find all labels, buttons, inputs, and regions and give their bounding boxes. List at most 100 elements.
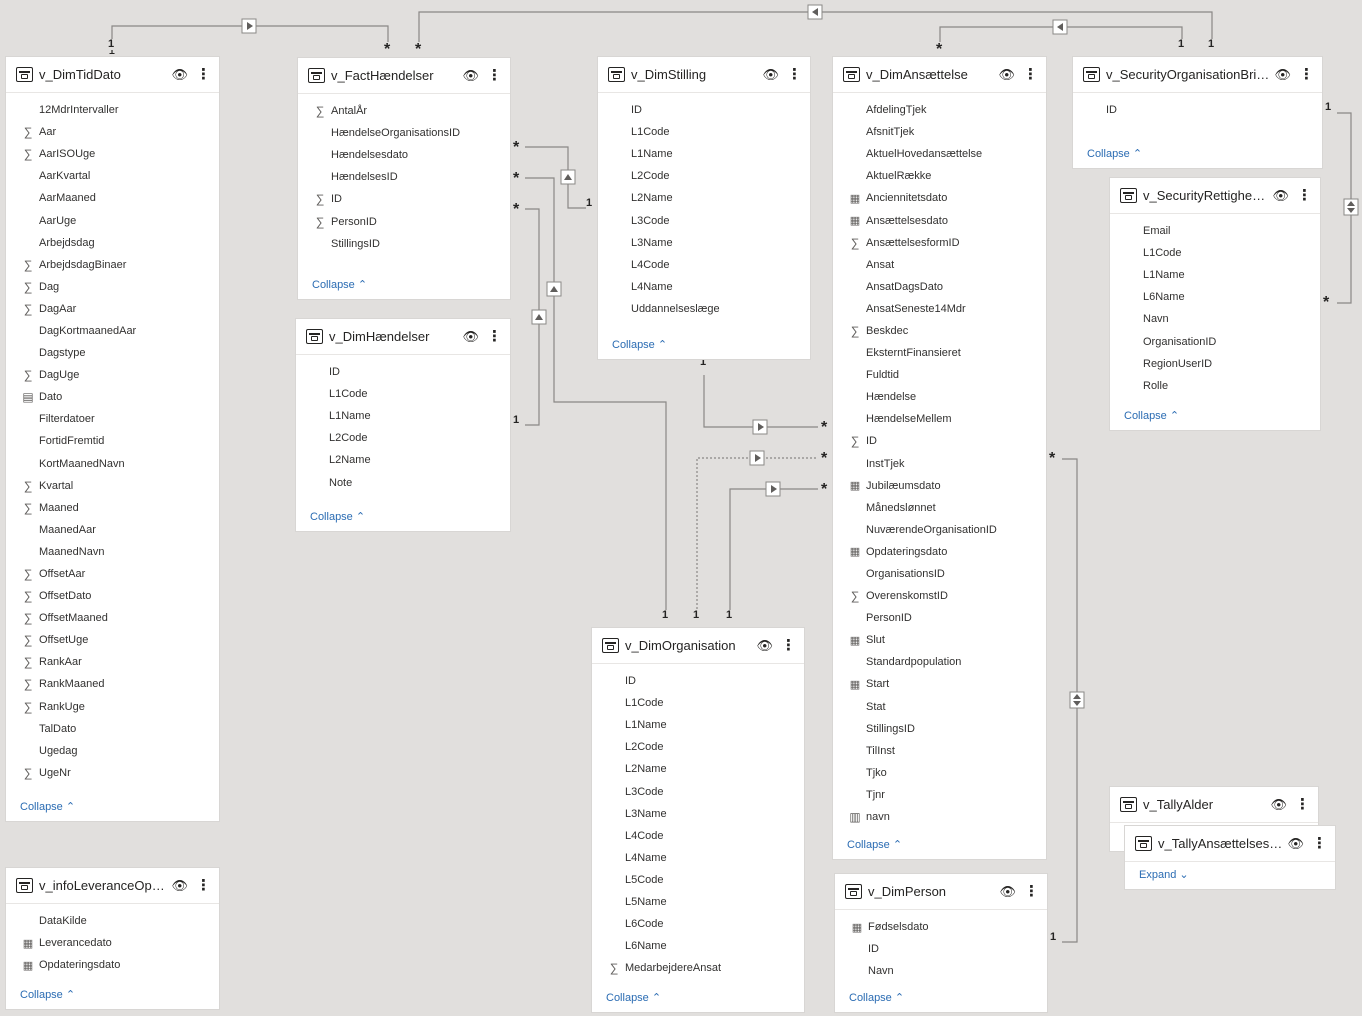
field-row[interactable]: L4Code — [598, 254, 810, 276]
more-options-icon[interactable]: ⋮ — [1024, 883, 1039, 900]
field-row[interactable]: AarKvartal — [6, 165, 219, 187]
field-row[interactable]: ∑Dag — [6, 276, 219, 298]
field-row[interactable]: Note — [296, 471, 510, 493]
more-options-icon[interactable]: ⋮ — [1312, 835, 1327, 852]
field-row[interactable]: AarUge — [6, 209, 219, 231]
field-row[interactable]: L1Code — [598, 121, 810, 143]
visibility-icon[interactable]: 👁 — [1272, 187, 1289, 203]
collapse-link[interactable]: Collapse ⌃ — [612, 339, 668, 351]
field-row[interactable]: L4Code — [592, 825, 804, 847]
field-row[interactable]: AfdelingTjek — [833, 99, 1046, 121]
field-row[interactable]: Navn — [835, 960, 1047, 982]
field-row[interactable]: Email — [1110, 220, 1320, 242]
field-row[interactable]: ∑Maaned — [6, 497, 219, 519]
expand-link[interactable]: Expand ⌄ — [1139, 869, 1189, 881]
visibility-icon[interactable]: 👁 — [1270, 796, 1287, 812]
field-row[interactable]: 12MdrIntervaller — [6, 99, 219, 121]
field-row[interactable]: ∑ID — [833, 430, 1046, 452]
table-card-infoleverance[interactable]: v_infoLeveranceOpda... 👁 ⋮ DataKilde▦Lev… — [5, 867, 220, 1010]
field-row[interactable]: HændelseOrganisationsID — [298, 122, 510, 144]
field-row[interactable]: InstTjek — [833, 453, 1046, 475]
field-row[interactable]: ID — [592, 670, 804, 692]
field-row[interactable]: OrganisationsID — [833, 563, 1046, 585]
table-header[interactable]: v_DimTidDato 👁 ⋮ — [6, 57, 219, 93]
field-row[interactable]: ∑ArbejdsdagBinaer — [6, 254, 219, 276]
field-row[interactable]: L1Name — [592, 714, 804, 736]
field-row[interactable]: L1Name — [1110, 264, 1320, 286]
field-row[interactable]: ∑OffsetDato — [6, 585, 219, 607]
more-options-icon[interactable]: ⋮ — [1023, 66, 1038, 83]
field-row[interactable]: MaanedNavn — [6, 541, 219, 563]
field-row[interactable]: L3Name — [592, 803, 804, 825]
collapse-link[interactable]: Collapse ⌃ — [20, 989, 76, 1001]
field-row[interactable]: L3Name — [598, 232, 810, 254]
field-row[interactable]: Hændelse — [833, 386, 1046, 408]
field-row[interactable]: ∑AarISOUge — [6, 143, 219, 165]
table-card-tallyansaettelse[interactable]: v_TallyAnsættelseslæ... 👁 ⋮ Expand ⌄ — [1124, 825, 1336, 890]
visibility-icon[interactable]: 👁 — [1274, 66, 1291, 82]
field-row[interactable]: RegionUserID — [1110, 353, 1320, 375]
field-row[interactable]: ID — [1073, 99, 1322, 121]
field-row[interactable]: MaanedAar — [6, 519, 219, 541]
field-row[interactable]: Navn — [1110, 308, 1320, 330]
field-row[interactable]: L1Code — [296, 383, 510, 405]
field-row[interactable]: AnsatSeneste14Mdr — [833, 298, 1046, 320]
more-options-icon[interactable]: ⋮ — [196, 66, 211, 83]
table-header[interactable]: v_infoLeveranceOpda... 👁 ⋮ — [6, 868, 219, 904]
field-row[interactable]: ∑PersonID — [298, 210, 510, 232]
collapse-link[interactable]: Collapse ⌃ — [20, 801, 76, 813]
field-row[interactable]: L2Code — [598, 165, 810, 187]
field-row[interactable]: Standardpopulation — [833, 651, 1046, 673]
visibility-icon[interactable]: 👁 — [762, 66, 779, 82]
field-row[interactable]: ▦Fødselsdato — [835, 916, 1047, 938]
field-row[interactable]: ▥navn — [833, 806, 1046, 828]
field-row[interactable]: L3Code — [598, 209, 810, 231]
more-options-icon[interactable]: ⋮ — [1299, 66, 1314, 83]
field-row[interactable]: Tjnr — [833, 784, 1046, 806]
field-row[interactable]: OrganisationID — [1110, 330, 1320, 352]
field-row[interactable]: PersonID — [833, 607, 1046, 629]
table-header[interactable]: v_DimAnsættelse 👁 ⋮ — [833, 57, 1046, 93]
field-row[interactable]: Rolle — [1110, 375, 1320, 397]
field-row[interactable]: L2Code — [296, 427, 510, 449]
field-row[interactable]: ∑UgeNr — [6, 762, 219, 784]
field-row[interactable]: ▤Dato — [6, 386, 219, 408]
field-row[interactable]: StillingsID — [833, 718, 1046, 740]
field-row[interactable]: ID — [598, 99, 810, 121]
visibility-icon[interactable]: 👁 — [998, 66, 1015, 82]
field-row[interactable]: L1Name — [296, 405, 510, 427]
field-row[interactable]: L2Name — [598, 187, 810, 209]
field-row[interactable]: ▦Jubilæumsdato — [833, 475, 1046, 497]
collapse-link[interactable]: Collapse ⌃ — [606, 992, 662, 1004]
field-row[interactable]: ∑OverenskomstID — [833, 585, 1046, 607]
field-row[interactable]: TilInst — [833, 740, 1046, 762]
collapse-link[interactable]: Collapse ⌃ — [849, 992, 905, 1004]
field-row[interactable]: L2Name — [592, 758, 804, 780]
field-row[interactable]: L6Code — [592, 913, 804, 935]
field-row[interactable]: KortMaanedNavn — [6, 453, 219, 475]
table-header[interactable]: v_DimPerson 👁 ⋮ — [835, 874, 1047, 910]
collapse-link[interactable]: Collapse ⌃ — [310, 511, 366, 523]
field-row[interactable]: ∑RankAar — [6, 651, 219, 673]
table-header[interactable]: v_TallyAlder 👁 ⋮ — [1110, 787, 1318, 823]
field-row[interactable]: ∑OffsetMaaned — [6, 607, 219, 629]
field-row[interactable]: ∑Kvartal — [6, 475, 219, 497]
more-options-icon[interactable]: ⋮ — [781, 637, 796, 654]
field-row[interactable]: Uddannelseslæge — [598, 298, 810, 320]
table-header[interactable]: v_DimOrganisation 👁 ⋮ — [592, 628, 804, 664]
table-card-securitybridge[interactable]: v_SecurityOrganisationBridge 👁 ⋮ ID Coll… — [1072, 56, 1323, 169]
collapse-link[interactable]: Collapse ⌃ — [1124, 410, 1180, 422]
field-row[interactable]: Hændelsesdato — [298, 144, 510, 166]
field-row[interactable]: Månedslønnet — [833, 497, 1046, 519]
field-row[interactable]: Ansat — [833, 254, 1046, 276]
field-row[interactable]: ∑MedarbejdereAnsat — [592, 957, 804, 979]
field-row[interactable]: Tjko — [833, 762, 1046, 784]
field-row[interactable]: Arbejdsdag — [6, 232, 219, 254]
field-row[interactable]: TalDato — [6, 718, 219, 740]
field-row[interactable]: FortidFremtid — [6, 430, 219, 452]
